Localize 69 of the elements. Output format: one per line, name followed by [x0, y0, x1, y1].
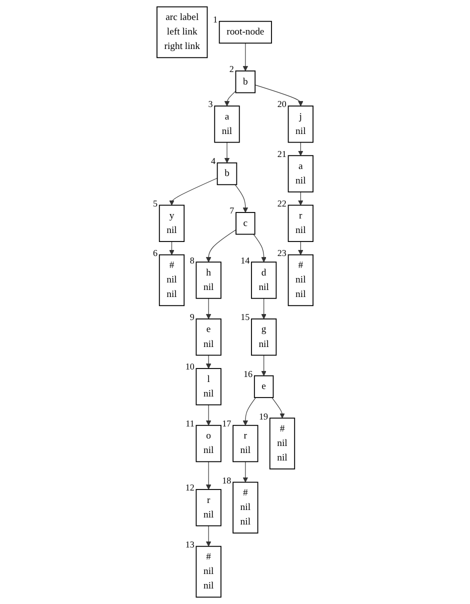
node-number: 13: [185, 540, 194, 550]
node-box: [288, 254, 314, 306]
node-box: [156, 6, 208, 58]
node-number: 22: [277, 198, 286, 208]
node-box: [196, 262, 222, 299]
node-box: [158, 254, 185, 306]
node-box: [196, 424, 222, 462]
node-box: [196, 368, 222, 406]
node-number: 1: [213, 14, 218, 25]
node-number: 8: [190, 255, 194, 266]
node-box: [236, 212, 256, 235]
node-box: [216, 162, 238, 186]
arrow: [206, 461, 212, 490]
node-number: 18: [222, 475, 232, 486]
node-box: [196, 546, 222, 598]
arrow: [298, 192, 304, 206]
node-number: 10: [185, 362, 194, 372]
node-number: 19: [259, 411, 268, 422]
node-box: [218, 20, 272, 44]
node-box: [288, 204, 314, 242]
node-number: 9: [190, 312, 194, 322]
node-number: 12: [185, 482, 194, 493]
node-box: [288, 155, 314, 192]
node-box: [235, 70, 256, 94]
arrow: [242, 461, 248, 482]
arrow: [242, 42, 248, 72]
node-number: 23: [277, 248, 286, 258]
node-box: [158, 204, 185, 242]
arrow: [253, 234, 266, 262]
arrow: [298, 142, 304, 156]
arrow: [224, 90, 236, 106]
node-number: 21: [277, 148, 286, 159]
arrow: [169, 241, 174, 256]
node-box: [251, 318, 277, 356]
node-number: 17: [222, 418, 232, 429]
arrow: [206, 298, 212, 320]
arrow: [206, 229, 236, 262]
arrow: [224, 142, 230, 164]
arrow: [261, 298, 266, 320]
arrow: [206, 525, 212, 547]
node-box: [232, 424, 258, 462]
node-box: [251, 262, 277, 299]
node-number: 4: [210, 156, 216, 166]
node-box: [196, 489, 222, 526]
arrow: [272, 397, 285, 418]
arrow: [206, 404, 212, 426]
node-number: 7: [230, 206, 234, 216]
node-number: 20: [277, 99, 286, 110]
node-box: [196, 318, 222, 356]
node-number: 16: [244, 369, 253, 379]
arrow: [242, 397, 256, 426]
node-box: [232, 482, 258, 534]
arrow: [234, 184, 248, 213]
node-number: 14: [240, 255, 250, 266]
node-number: 11: [186, 418, 194, 429]
node-number: 15: [240, 312, 250, 322]
node-number: 2: [229, 64, 234, 74]
node-box: [288, 106, 314, 143]
arrow: [261, 354, 266, 376]
node-box: [254, 375, 274, 398]
arrow: [254, 84, 304, 106]
node-box: [214, 106, 240, 143]
node-number: 3: [208, 99, 213, 110]
arrow: [298, 241, 304, 256]
node-number: 6: [153, 248, 158, 258]
arrow: [169, 178, 218, 206]
node-box: [269, 418, 296, 470]
node-number: 5: [153, 198, 158, 208]
arrow: [206, 354, 212, 369]
